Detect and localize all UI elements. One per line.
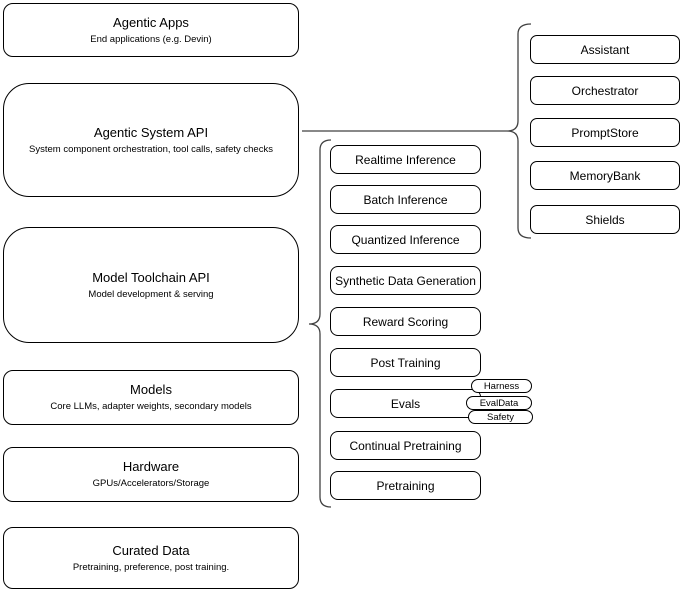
node-label: Continual Pretraining xyxy=(349,438,462,453)
node-label: PromptStore xyxy=(571,125,639,140)
node-label: MemoryBank xyxy=(569,168,641,183)
node-title: Agentic Apps xyxy=(113,14,189,30)
node-label: Shields xyxy=(585,212,625,227)
node-realtime-inference: Realtime Inference xyxy=(330,145,481,174)
node-label: Orchestrator xyxy=(571,83,639,98)
node-label: Quantized Inference xyxy=(351,232,460,247)
node-curated-data: Curated Data Pretraining, preference, po… xyxy=(3,527,299,589)
tag-label: Harness xyxy=(483,380,520,392)
node-subtitle: Pretraining, preference, post training. xyxy=(72,561,230,573)
node-subtitle: Core LLMs, adapter weights, secondary mo… xyxy=(50,401,252,412)
node-orchestrator: Orchestrator xyxy=(530,76,680,105)
node-model-toolchain-api: Model Toolchain API Model development & … xyxy=(3,227,299,343)
tag-evaldata: EvalData xyxy=(466,396,532,410)
node-subtitle: System component orchestration, tool cal… xyxy=(29,143,273,155)
system-components-brace xyxy=(506,23,532,239)
node-title: Curated Data xyxy=(112,542,190,558)
node-synthetic-data-generation: Synthetic Data Generation xyxy=(330,266,481,295)
node-evals: Evals xyxy=(330,389,481,418)
tag-safety: Safety xyxy=(468,410,533,424)
node-label: Pretraining xyxy=(376,478,435,493)
node-promptstore: PromptStore xyxy=(530,118,680,147)
node-post-training: Post Training xyxy=(330,348,481,377)
node-assistant: Assistant xyxy=(530,35,680,64)
tag-harness: Harness xyxy=(471,379,532,393)
node-agentic-apps: Agentic Apps End applications (e.g. Devi… xyxy=(3,3,299,57)
node-shields: Shields xyxy=(530,205,680,234)
node-agentic-system-api: Agentic System API System component orch… xyxy=(3,83,299,197)
node-quantized-inference: Quantized Inference xyxy=(330,225,481,254)
node-label: Post Training xyxy=(370,355,441,370)
node-label: Batch Inference xyxy=(363,192,448,207)
node-reward-scoring: Reward Scoring xyxy=(330,307,481,336)
node-subtitle: Model development & serving xyxy=(88,288,214,300)
node-memorybank: MemoryBank xyxy=(530,161,680,190)
node-label: Realtime Inference xyxy=(355,152,456,167)
node-models: Models Core LLMs, adapter weights, secon… xyxy=(3,370,299,425)
node-label: Assistant xyxy=(580,42,630,57)
tag-label: EvalData xyxy=(479,397,519,409)
node-label: Evals xyxy=(390,396,421,411)
node-title: Model Toolchain API xyxy=(92,269,210,285)
node-label: Synthetic Data Generation xyxy=(335,273,476,288)
node-subtitle: End applications (e.g. Devin) xyxy=(90,33,212,45)
node-title: Models xyxy=(130,382,172,397)
toolchain-group-brace xyxy=(308,139,332,508)
node-label: Reward Scoring xyxy=(362,314,449,329)
node-subtitle: GPUs/Accelerators/Storage xyxy=(92,478,210,489)
node-pretraining: Pretraining xyxy=(330,471,481,500)
node-hardware: Hardware GPUs/Accelerators/Storage xyxy=(3,447,299,502)
node-title: Agentic System API xyxy=(93,124,209,140)
node-batch-inference: Batch Inference xyxy=(330,185,481,214)
tag-label: Safety xyxy=(487,411,514,423)
node-title: Hardware xyxy=(122,459,180,474)
node-continual-pretraining: Continual Pretraining xyxy=(330,431,481,460)
